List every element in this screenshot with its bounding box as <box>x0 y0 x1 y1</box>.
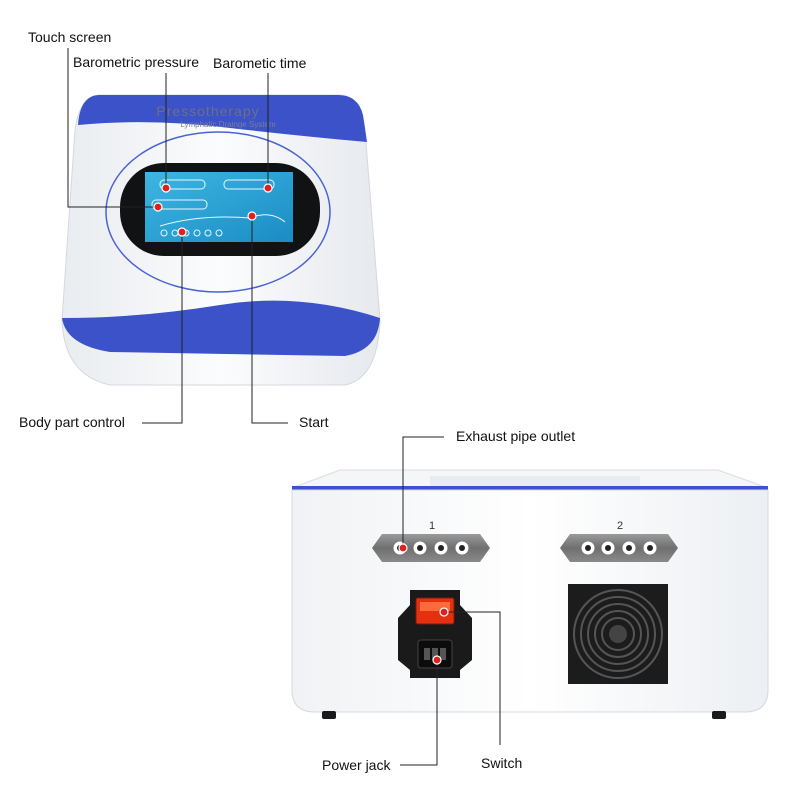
marker-power-jack <box>432 655 442 665</box>
label-switch: Switch <box>481 755 523 771</box>
device-subtitle: Lymphatic Drainge System <box>180 120 276 129</box>
cooling-fan <box>568 584 668 684</box>
marker-switch <box>439 607 449 617</box>
screen-oval-ring <box>105 131 331 293</box>
bottom-blue-band <box>62 300 380 356</box>
device-brand: Pressotherapy <box>156 103 259 119</box>
marker-exhaust-pipe-outlet <box>398 543 408 553</box>
label-exhaust-pipe-outlet: Exhaust pipe outlet <box>456 428 576 444</box>
marker-barometric-pressure <box>161 183 171 193</box>
rear-device-body <box>291 489 769 713</box>
port-label-1: 1 <box>429 520 435 532</box>
top-blue-band <box>78 95 367 142</box>
leader-lines <box>67 48 501 766</box>
foot-right <box>712 711 726 719</box>
label-body-part-control: Body part control <box>19 414 125 430</box>
exhaust-port-strip-1[interactable] <box>372 534 490 562</box>
rear-lid-window <box>430 476 640 486</box>
marker-start <box>247 211 257 221</box>
rear-device: 1 2 <box>291 469 769 719</box>
exhaust-port-strip-2[interactable] <box>560 534 678 562</box>
callout-markers <box>153 183 449 665</box>
rear-blue-trim <box>292 486 768 490</box>
label-touch-screen: Touch screen <box>28 29 112 45</box>
label-barometric-pressure: Barometric pressure <box>73 54 200 70</box>
label-start: Start <box>299 414 329 430</box>
touch-screen[interactable] <box>145 172 293 242</box>
marker-body-part-control <box>177 227 187 237</box>
marker-barometic-time <box>263 183 273 193</box>
top-device: Pressotherapy Lymphatic Drainge System <box>61 94 381 386</box>
foot-left <box>322 711 336 719</box>
marker-touch-screen <box>153 202 163 212</box>
label-barometic-time: Barometic time <box>213 55 307 71</box>
port-label-2: 2 <box>617 520 623 532</box>
label-power-jack: Power jack <box>322 757 391 773</box>
